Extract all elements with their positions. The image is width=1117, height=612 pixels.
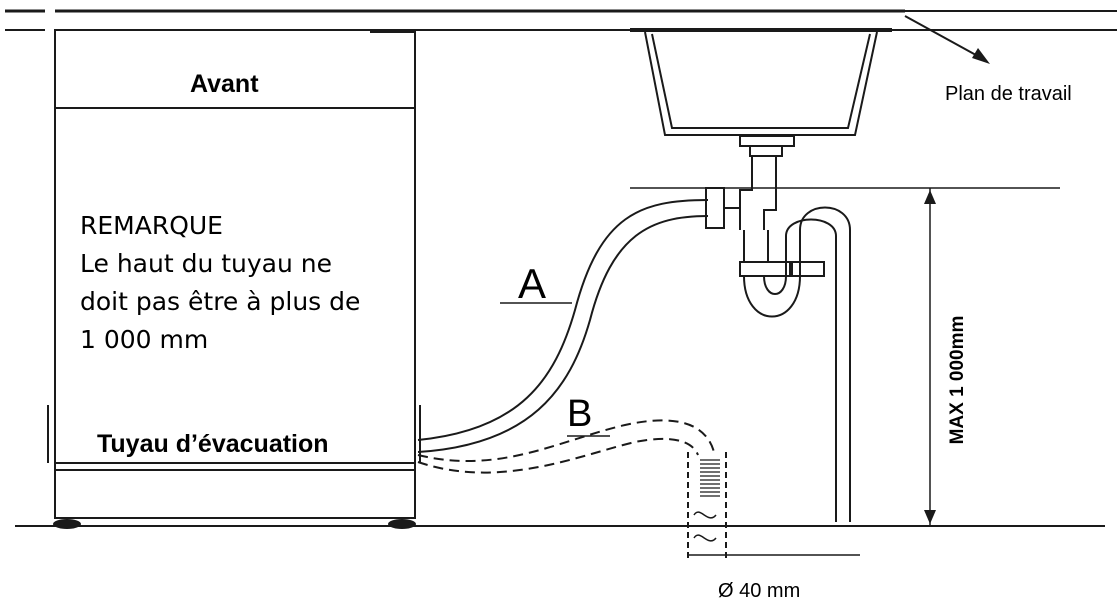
countertop xyxy=(5,9,1117,33)
diameter-label: Ø 40 mm xyxy=(718,580,801,602)
countertop-label: Plan de travail xyxy=(945,83,1072,105)
note-line: doit pas être à plus de xyxy=(80,287,361,316)
hose-b-label: B xyxy=(567,393,593,435)
note-text: REMARQUE Le haut du tuyau ne doit pas êt… xyxy=(80,207,360,359)
note-title: REMARQUE xyxy=(80,211,223,240)
max-height-label: MAX 1 000mm xyxy=(947,315,968,445)
sink xyxy=(630,28,892,157)
note-line: 1 000 mm xyxy=(80,325,209,354)
drain-hose-a xyxy=(417,187,740,453)
max-height-dimension xyxy=(630,187,1060,526)
dishwasher xyxy=(47,29,421,529)
sink-trap xyxy=(739,156,851,522)
drain-standpipe xyxy=(687,452,860,562)
drain-hose-b xyxy=(417,419,715,474)
countertop-leader xyxy=(904,15,990,64)
front-label: Avant xyxy=(190,70,259,98)
note-line: Le haut du tuyau ne xyxy=(80,249,333,278)
hose-a-label: A xyxy=(518,260,547,307)
drain-hose-label: Tuyau d’évacuation xyxy=(97,430,329,458)
